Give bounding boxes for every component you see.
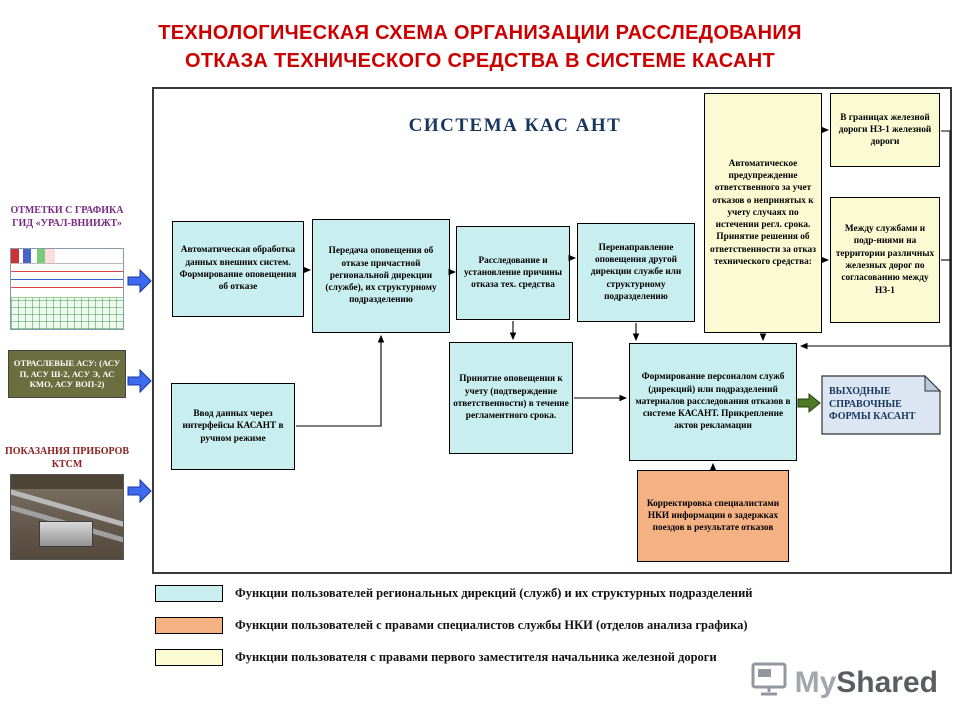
node-manual-input: Ввод данных через интерфейсы КАСАНТ в ру… xyxy=(171,383,295,470)
input-arrow-icon xyxy=(127,478,152,504)
page-title-line2: ОТКАЗА ТЕХНИЧЕСКОГО СРЕДСТВА В СИСТЕМЕ К… xyxy=(184,50,775,72)
output-arrow-icon xyxy=(797,392,821,414)
node-correction-nki: Корректировка специалистами НКИ информац… xyxy=(637,470,789,562)
system-title: СИСТЕМА КАС АНТ xyxy=(408,115,622,136)
page-title-line1: ТЕХНОЛОГИЧЕСКАЯ СХЕМА ОРГАНИЗАЦИИ РАССЛЕ… xyxy=(158,22,802,44)
document-fold-icon xyxy=(821,374,942,435)
legend-label: Функции пользователей региональных дирек… xyxy=(235,585,753,600)
gid-image-grid xyxy=(11,297,123,329)
legend-item-deputy: Функции пользователя с правами первого з… xyxy=(155,648,717,666)
input-arrow-icon xyxy=(127,368,152,394)
node-auto-processing: Автоматическая обработка данных внешних … xyxy=(172,221,304,317)
legend-label: Функции пользователя с правами первого з… xyxy=(235,649,717,664)
node-within-road-decision: В границах железной дороги НЗ-1 железной… xyxy=(830,93,940,167)
legend-label: Функции пользователей с правами специали… xyxy=(235,617,748,632)
page-title: ТЕХНОЛОГИЧЕСКАЯ СХЕМА ОРГАНИЗАЦИИ РАССЛЕ… xyxy=(0,19,960,75)
input-label-gid: ОТМЕТКИ С ГРАФИКА ГИД «УРАЛ-ВНИИЖТ» xyxy=(10,205,124,229)
node-acceptance: Принятие оповещения к учету (подтвержден… xyxy=(449,342,573,454)
node-transfer-notification: Передача оповещения об отказе причастной… xyxy=(312,219,450,333)
legend-swatch-yellow xyxy=(155,648,223,666)
node-formation-materials: Формирование персоналом служб (дирекций)… xyxy=(629,343,797,461)
legend-item-regional: Функции пользователей региональных дирек… xyxy=(155,584,752,602)
node-investigation: Расследование и установление причины отк… xyxy=(456,226,570,320)
gid-image-graph xyxy=(11,264,123,297)
input-arrow-icon xyxy=(127,268,152,294)
input-card-asu: ОТРАСЛЕВЫЕ АСУ: (АСУ П, АСУ Ш-2, АСУ Э, … xyxy=(8,350,126,398)
input-label-ktsm: ПОКАЗАНИЯ ПРИБОРОВ КТСМ xyxy=(4,446,130,470)
ktsm-photo-image xyxy=(10,474,124,560)
myshared-watermark: MyShared xyxy=(750,660,938,706)
myshared-logo-icon xyxy=(750,660,788,706)
node-redirect-notification: Перенаправление оповещения другой дирекц… xyxy=(577,223,695,322)
node-between-roads-decision: Между службами и подр-ниями на территори… xyxy=(830,197,940,323)
legend-swatch-orange xyxy=(155,616,223,634)
watermark-text-shared: Shared xyxy=(836,666,938,699)
gid-screenshot-image xyxy=(10,248,124,330)
legend-item-nki: Функции пользователей с правами специали… xyxy=(155,616,748,634)
node-auto-warning: Автоматическое предупреждение ответствен… xyxy=(704,93,822,333)
ktsm-photo-background xyxy=(11,475,123,489)
gid-image-toolbar xyxy=(11,249,123,264)
output-document-label: ВЫХОДНЫЕ СПРАВОЧНЫЕ ФОРМЫ КАСАНТ xyxy=(829,386,916,423)
ktsm-photo-device xyxy=(39,521,93,547)
output-document-shape: ВЫХОДНЫЕ СПРАВОЧНЫЕ ФОРМЫ КАСАНТ xyxy=(821,374,942,435)
watermark-text-my: My xyxy=(794,666,837,699)
legend-swatch-cyan xyxy=(155,584,223,602)
